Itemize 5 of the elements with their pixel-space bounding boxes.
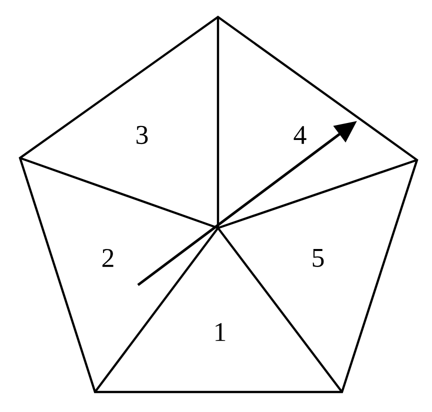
region-number: 3 (136, 126, 148, 144)
region-number: 4 (294, 126, 306, 144)
region-number: 2 (102, 249, 114, 267)
region-number: 5 (312, 249, 324, 267)
region-number: 1 (216, 323, 226, 341)
